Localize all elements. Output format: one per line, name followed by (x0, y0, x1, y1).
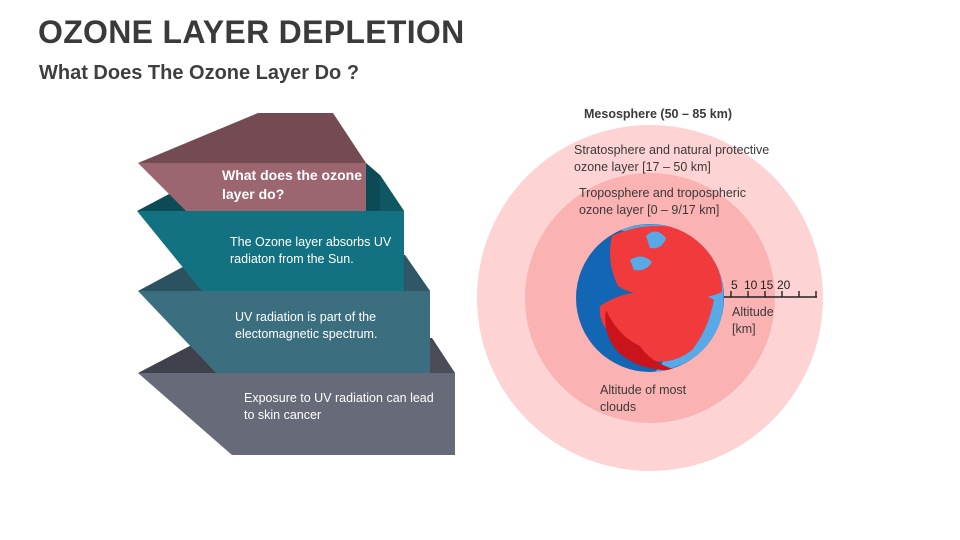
step-1-top (138, 113, 366, 163)
clouds-label: Altitude of most clouds (600, 383, 687, 414)
page-title: OZONE LAYER DEPLETION (38, 14, 465, 50)
tick-label-15: 15 (760, 278, 774, 292)
altitude-axis (724, 291, 817, 298)
mesosphere-label: Mesosphere (50 – 85 km) (584, 107, 732, 121)
step-4-face (138, 373, 455, 455)
troposphere-label: Troposphere and tropospheric ozone layer… (579, 186, 746, 217)
page-subtitle: What Does The Ozone Layer Do ? (39, 62, 360, 84)
stratosphere-label: Stratosphere and natural protective ozon… (574, 143, 770, 174)
earth-globe (576, 224, 724, 372)
step-1-text: What does the ozone layer do? (222, 167, 362, 202)
step-2-text: The Ozone layer absorbs UV radiaton from… (230, 235, 392, 266)
step-4-text: Exposure to UV radiation can lead to ski… (244, 391, 434, 422)
altitude-label: Altitude [km] (732, 305, 774, 336)
step-2-face (137, 211, 404, 291)
step-3-text: UV radiation is part of the electomagnet… (235, 310, 378, 341)
tick-label-5: 5 (731, 278, 738, 292)
step-3-face (138, 291, 430, 373)
tick-label-20: 20 (777, 278, 791, 292)
step-1-side (366, 163, 380, 211)
tick-label-10: 10 (744, 278, 758, 292)
step-1-face (138, 163, 366, 211)
